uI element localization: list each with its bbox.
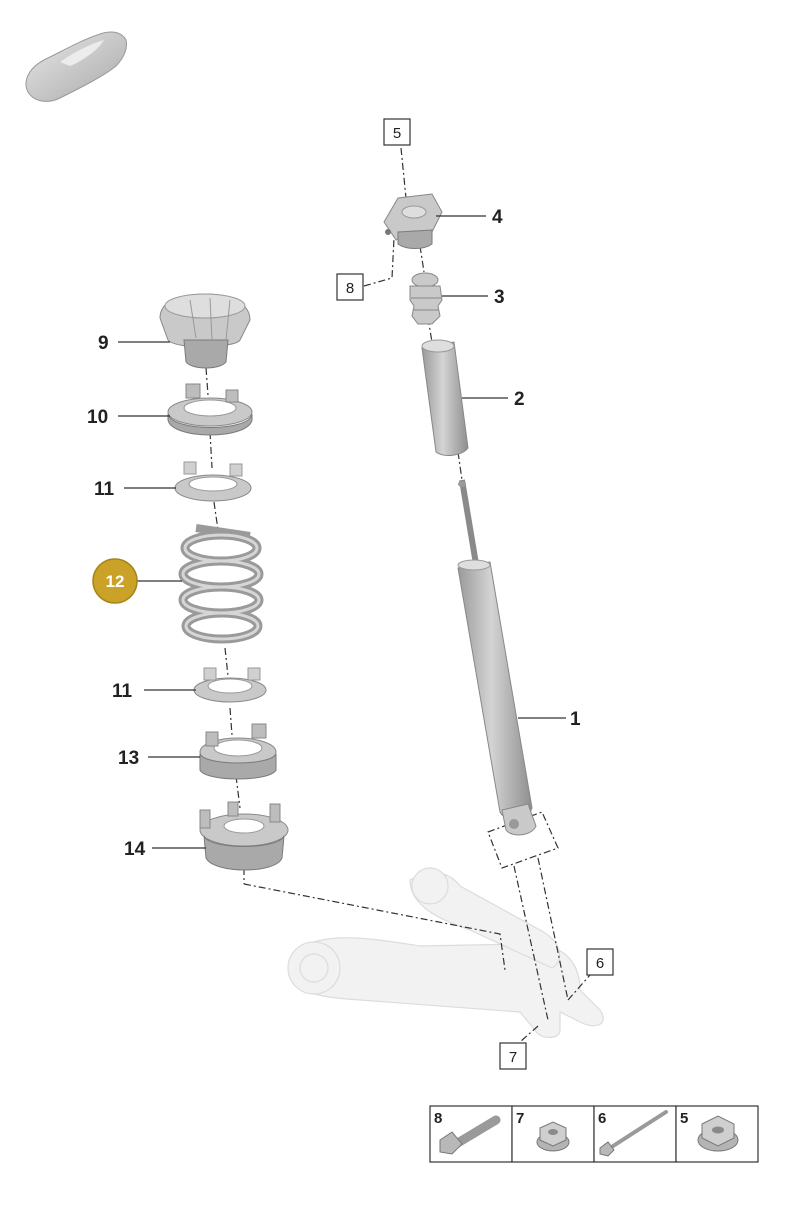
lower-spring-pad [199, 723, 277, 780]
hardware-num-5: 5 [680, 1110, 688, 1127]
lower-spring-seat [199, 801, 289, 871]
callout-12-badge[interactable]: 12 [92, 558, 138, 604]
hardware-num-7: 7 [516, 1110, 524, 1127]
callout-1[interactable]: 1 [570, 709, 581, 730]
alignment-lines [205, 147, 591, 1043]
callout-12[interactable]: 12 [106, 572, 125, 591]
upper-spring-seat [159, 293, 251, 369]
flange-nut-icon [536, 1121, 570, 1152]
boxed-ref-5-label: 5 [393, 125, 401, 142]
bolt-icon [439, 1115, 501, 1155]
callout-4[interactable]: 4 [492, 207, 503, 228]
hardware-table: 8 7 6 5 [429, 1105, 759, 1163]
boxed-ref-7[interactable]: 7 [499, 1042, 527, 1070]
lower-isolator-ring [193, 667, 267, 703]
boxed-ref-5[interactable]: 5 [383, 118, 411, 146]
top-mount [383, 193, 443, 249]
shock-absorber [457, 479, 537, 836]
dust-boot [421, 339, 469, 456]
hardware-num-6: 6 [598, 1110, 606, 1127]
callout-11-lower[interactable]: 11 [112, 681, 133, 702]
hex-nut-icon [697, 1115, 739, 1152]
boxed-ref-6-label: 6 [596, 955, 604, 972]
callout-10[interactable]: 10 [87, 407, 108, 428]
upper-spring-pad [167, 383, 253, 436]
callout-13[interactable]: 13 [118, 748, 139, 769]
hardware-num-8: 8 [434, 1110, 442, 1127]
callout-11-upper[interactable]: 11 [94, 479, 115, 500]
callout-9[interactable]: 9 [98, 333, 109, 354]
boxed-ref-8-label: 8 [346, 280, 354, 297]
long-bolt-icon [599, 1110, 668, 1157]
leader-lines [118, 215, 566, 849]
boxed-ref-7-label: 7 [509, 1049, 517, 1066]
boxed-ref-6[interactable]: 6 [586, 948, 614, 976]
car-silhouette-icon [25, 31, 127, 102]
callout-2[interactable]: 2 [514, 389, 525, 410]
upper-isolator-ring [174, 461, 252, 502]
control-arm-ghost [287, 867, 604, 1039]
bump-stop [409, 272, 443, 325]
coil-spring-highlight [181, 533, 261, 641]
callout-3[interactable]: 3 [494, 287, 505, 308]
boxed-ref-8[interactable]: 8 [336, 273, 364, 301]
callout-14[interactable]: 14 [124, 839, 146, 860]
